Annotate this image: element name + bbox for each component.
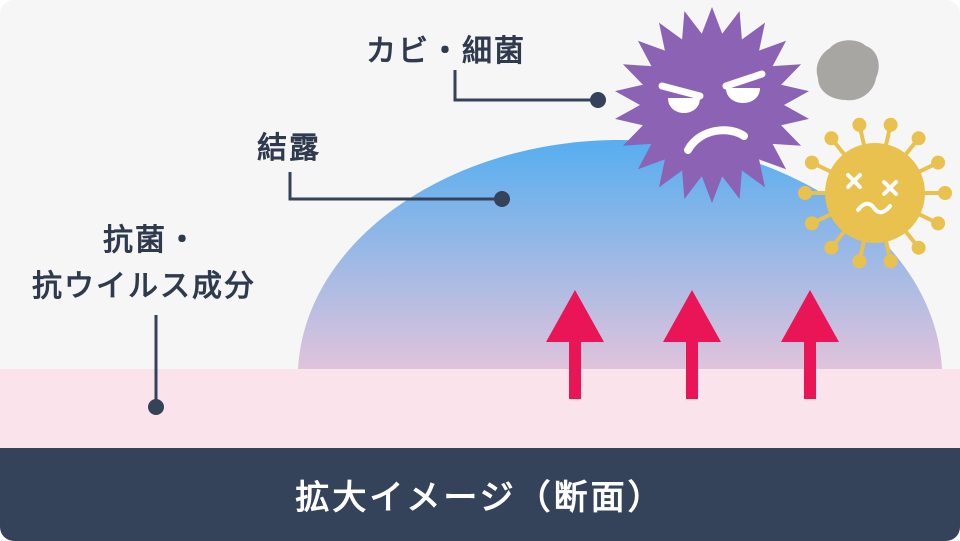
bacteria-spike-tip bbox=[804, 155, 819, 170]
bacteria-spike-tip bbox=[911, 240, 926, 255]
bacteria-spike-tip bbox=[852, 117, 867, 132]
condensation-label: 結露 bbox=[257, 131, 321, 166]
upward-arrow-icon bbox=[546, 290, 604, 399]
bacteria-spike-tip bbox=[938, 186, 952, 200]
bacteria-spike-tip bbox=[883, 254, 898, 269]
antibacterial-label-line2: 抗ウイルス成分 bbox=[32, 269, 256, 304]
bacteria-spike-tip bbox=[824, 131, 839, 146]
bacteria-spike-tip bbox=[931, 216, 946, 231]
bacteria-spike-tip bbox=[911, 131, 926, 146]
dust-particle-icon bbox=[816, 40, 879, 101]
caption-bar: 拡大イメージ（断面） bbox=[0, 448, 960, 541]
bacteria-icon bbox=[798, 117, 952, 269]
bacteria-spike-tip bbox=[804, 216, 819, 231]
upward-arrow-icon bbox=[781, 290, 839, 399]
condensation-droplet bbox=[298, 140, 942, 369]
upward-arrow-icon bbox=[663, 290, 721, 399]
bacteria-spike-tip bbox=[883, 117, 898, 132]
condensation-pointer-dot bbox=[494, 191, 510, 207]
antibacterial-label-line1: 抗菌・ bbox=[103, 223, 199, 258]
mold-bacteria-label: カビ・細菌 bbox=[366, 34, 526, 69]
condensation-leader-line bbox=[288, 172, 500, 201]
bacteria-spike-tip bbox=[852, 254, 867, 269]
mold-leader-line bbox=[453, 70, 596, 102]
bacteria-spike-tip bbox=[824, 240, 839, 255]
mold-pointer-dot bbox=[590, 92, 606, 108]
caption-text: 拡大イメージ（断面） bbox=[295, 478, 665, 518]
mold-virus-icon bbox=[615, 7, 809, 203]
bacteria-spike-tip bbox=[798, 186, 812, 200]
antibacterial-pointer-dot bbox=[148, 399, 164, 415]
bacteria-spike-tip bbox=[931, 155, 946, 170]
